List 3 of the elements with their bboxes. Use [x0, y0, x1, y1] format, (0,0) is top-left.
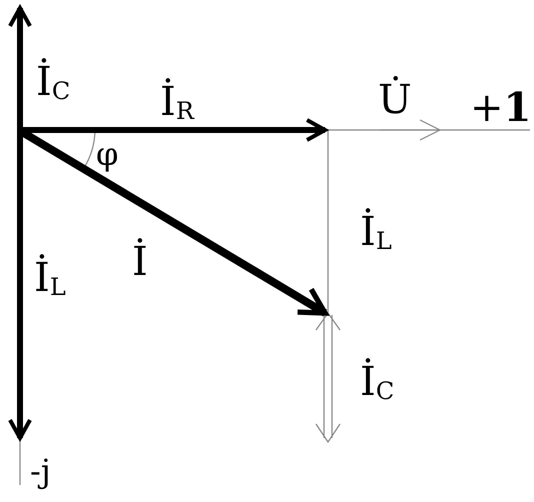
- angle-label: φ: [96, 138, 118, 170]
- axis-label: -j: [30, 455, 51, 487]
- axis-label: +1: [470, 88, 532, 128]
